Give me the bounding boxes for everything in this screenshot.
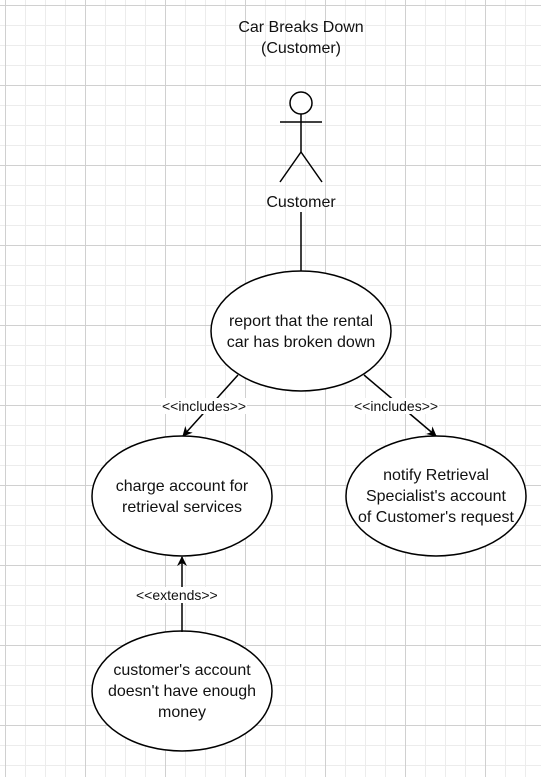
- use-case-money-text: customer's account doesn't have enough m…: [82, 660, 282, 723]
- actor-right-leg: [300, 151, 323, 183]
- use-case-report-line-1: report that the rental: [228, 313, 374, 330]
- use-case-money-line-1: customer's account: [113, 662, 251, 679]
- diagram-title: Car Breaks Down (Customer): [201, 17, 401, 59]
- actor-head: [289, 91, 313, 115]
- extends-label: <<extends>>: [135, 587, 219, 603]
- use-case-notify-text: notify Retrieval Specialist's account of…: [336, 465, 536, 528]
- use-case-notify-line-3: of Customer's request: [357, 509, 514, 526]
- use-case-money-line-2: doesn't have enough: [107, 683, 257, 700]
- use-case-money-line-3: money: [157, 704, 207, 721]
- use-case-notify-line-1: notify Retrieval: [383, 467, 489, 484]
- title-line-2: (Customer): [260, 40, 341, 57]
- includes-left-label: <<includes>>: [161, 398, 248, 414]
- title-line-1: Car Breaks Down: [238, 19, 364, 36]
- use-case-charge-line-1: charge account for: [115, 478, 249, 495]
- actor-left-leg: [279, 151, 302, 183]
- actor-icon[interactable]: [279, 91, 323, 183]
- use-case-report-ellipse[interactable]: [210, 270, 392, 392]
- use-case-notify-line-2: Specialist's account: [365, 488, 506, 505]
- use-case-charge-text: charge account for retrieval services: [82, 476, 282, 518]
- actor-name: Customer: [266, 194, 336, 211]
- use-case-charge-line-2: retrieval services: [121, 499, 243, 516]
- use-case-report-text: report that the rental car has broken do…: [201, 311, 401, 353]
- use-case-report-line-2: car has broken down: [226, 334, 376, 351]
- includes-right-label: <<includes>>: [353, 398, 440, 414]
